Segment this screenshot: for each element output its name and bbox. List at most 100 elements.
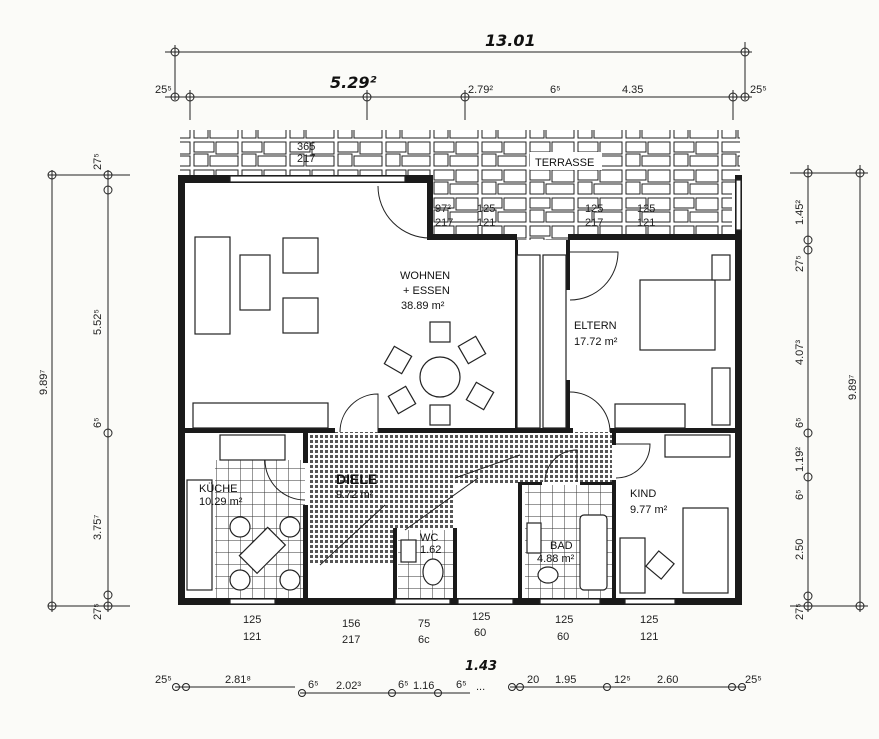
opening-height: 60 (474, 627, 486, 639)
room-name-eltern: ELTERN (574, 320, 617, 332)
terrace-paving (432, 178, 732, 240)
cupboard (664, 434, 731, 458)
room-area-wohnen: 38.89 m² (401, 300, 445, 312)
segment-width-hand-label: 5.29² (330, 73, 376, 92)
armchair (282, 237, 319, 274)
opening-width: 75 (418, 618, 430, 630)
bottom-dimension-lines: 25⁵ 2.81⁸ 6⁵ 2.02³ 6⁵ 1.16 6⁵ ... 1.43 2… (155, 659, 762, 697)
dim-label: 27⁵ (92, 603, 104, 620)
toilet (537, 566, 559, 584)
kitchen-counter (186, 479, 213, 591)
dim-label: 2.02³ (336, 680, 361, 692)
opening-width: 365 (297, 141, 315, 153)
sofa (194, 236, 231, 335)
dim-label: 6⁵ (456, 679, 467, 691)
opening-width: 125 (477, 203, 495, 215)
dim-label: 2.60 (657, 674, 678, 686)
room-area-kind: 9.77 m² (630, 504, 668, 516)
dim-label: 2.79² (468, 84, 493, 96)
dim-label: 1.19² (794, 447, 806, 472)
armchair (282, 297, 319, 334)
coffee-table (239, 254, 271, 311)
dim-label: 5.52⁵ (92, 309, 104, 335)
wardrobe (542, 254, 567, 429)
terrace-label-bg (530, 152, 602, 170)
opening-width: 125 (243, 614, 261, 626)
dim-label: 25⁵ (745, 674, 762, 686)
dim-label: 25⁵ (155, 84, 172, 96)
dim-label: 6⁵ (308, 679, 319, 691)
dim-label: 27⁵ (794, 255, 806, 272)
room-area-bad: 4.88 m² (537, 553, 575, 565)
dim-label: 4.07³ (794, 340, 806, 365)
left-dimension-lines: 9.89⁷ 27⁵ 5.52⁵ 6⁵ 3.75⁷ 27⁵ (38, 153, 130, 620)
dim-label: 2.50 (794, 539, 806, 560)
opening-height: 121 (637, 217, 655, 229)
desk (619, 537, 646, 594)
dim-label: 12⁵ (614, 674, 631, 686)
opening-width: 125 (585, 203, 603, 215)
bottom-opening-labels: 125 121 156 217 75 6c 125 60 125 60 125 … (243, 611, 658, 646)
opening-height: 217 (342, 634, 360, 646)
furniture (186, 236, 731, 594)
opening-height: 6c (418, 634, 430, 646)
top-dimension-lines: 13.01 5.29² 25⁵ 2.79² 6⁵ 4.35 25⁵ (155, 31, 767, 120)
dim-label: 6⁵ (550, 84, 561, 96)
opening-height: 121 (243, 631, 261, 643)
opening-height: 217 (585, 217, 603, 229)
top-opening-labels: 365 217 97² 217 125 121 125 217 125 121 (297, 141, 655, 229)
dim-label: 25⁵ (750, 84, 767, 96)
opening-width: 125 (555, 614, 573, 626)
dim-label: ... (476, 681, 485, 693)
dim-label: 6⁵ (92, 417, 104, 428)
right-dimension-lines: 1.45² 27⁵ 4.07³ 6⁵ 1.19² 6⁵ 2.50 27⁵ 9.8… (790, 165, 868, 620)
dim-label: 20 (527, 674, 539, 686)
dim-label: 4.35 (622, 84, 643, 96)
dim-label: 25⁵ (155, 674, 172, 686)
room-name-essen: + ESSEN (403, 285, 450, 297)
wardrobe (516, 254, 541, 429)
dim-label: 6⁵ (794, 417, 806, 428)
room-name-wc: WC (420, 532, 438, 544)
dining-table (419, 356, 461, 398)
dim-label: 9.89⁷ (847, 375, 859, 400)
room-labels: WOHNEN + ESSEN 38.89 m² ELTERN 17.72 m² … (199, 270, 668, 565)
room-name-wohnen: WOHNEN (400, 270, 450, 282)
sideboard (192, 402, 329, 429)
opening-width: 156 (342, 618, 360, 630)
windows (229, 175, 742, 605)
desk (614, 403, 686, 429)
bottom-hand-label: 1.43 (465, 659, 497, 674)
room-area-diele: 9.72 m² (336, 489, 374, 501)
overall-width-label: 13.01 (485, 31, 536, 50)
dim-label: 6⁵ (794, 489, 806, 500)
kitchen-table (238, 526, 287, 575)
dim-label: 1.95 (555, 674, 576, 686)
child-bed (682, 507, 729, 594)
dim-label: 3.75⁷ (92, 515, 104, 540)
opening-width: 125 (472, 611, 490, 623)
opening-height: 121 (640, 631, 658, 643)
room-name-kind: KIND (630, 488, 656, 500)
dim-label: 27⁵ (794, 603, 806, 620)
terrace-label: TERRASSE (535, 157, 594, 169)
opening-width: 125 (637, 203, 655, 215)
opening-width: 125 (640, 614, 658, 626)
dim-label: 6⁵ (398, 679, 409, 691)
dim-label: 9.89⁷ (38, 370, 50, 395)
room-name-kueche: KÜCHE (199, 483, 238, 495)
dim-label: 2.81⁸ (225, 674, 251, 686)
opening-height: 217 (297, 153, 315, 165)
wc-toilet (422, 558, 444, 586)
dim-label: 27⁵ (92, 153, 104, 170)
opening-height: 121 (477, 217, 495, 229)
room-name-diele: DIELE (336, 471, 377, 487)
opening-height: 60 (557, 631, 569, 643)
stair-area (455, 485, 520, 600)
sink (526, 522, 542, 554)
bathtub (579, 514, 608, 591)
room-area-eltern: 17.72 m² (574, 336, 618, 348)
dim-label: 1.45² (794, 200, 806, 225)
room-name-bad: BAD (550, 540, 573, 552)
